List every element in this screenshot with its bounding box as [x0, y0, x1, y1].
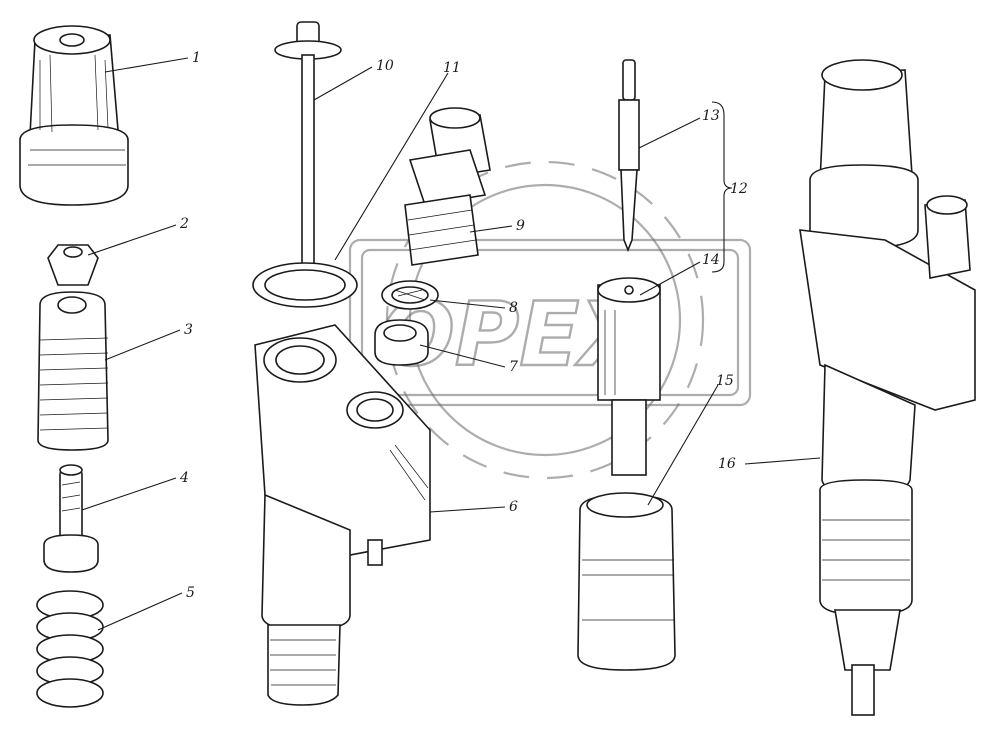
callout-5: 5	[186, 585, 195, 601]
callout-7: 7	[509, 359, 518, 375]
callout-2: 2	[179, 216, 189, 232]
part-nozzle-cap-nut	[577, 492, 676, 671]
callout-11: 11	[443, 60, 461, 76]
leader-lines	[81, 57, 821, 631]
part-sealing-ring	[374, 319, 429, 366]
part-filter	[381, 280, 439, 310]
callout-12: 12	[730, 181, 748, 197]
part-push-rod	[274, 21, 342, 286]
callout-10: 10	[376, 58, 394, 74]
callout-3: 3	[184, 322, 193, 338]
part-cap-nut	[19, 25, 129, 206]
callout-4: 4	[179, 470, 189, 486]
part-inlet-fitting	[404, 107, 491, 266]
watermark-gear	[348, 160, 752, 480]
part-washer	[252, 262, 358, 308]
part-small-nut	[47, 244, 99, 286]
callout-14: 14	[702, 252, 720, 268]
part-assembled-injector	[799, 59, 976, 716]
part-injector-body	[254, 324, 431, 706]
callout-13: 13	[702, 108, 720, 124]
callout-16: 16	[718, 456, 736, 472]
part-spring-plate	[43, 464, 99, 573]
callout-1: 1	[192, 50, 201, 66]
part-needle	[618, 59, 640, 253]
callout-15: 15	[716, 373, 734, 389]
callout-8: 8	[509, 300, 518, 316]
callout-9: 9	[516, 218, 525, 234]
callout-6: 6	[509, 499, 518, 515]
part-spring	[36, 590, 104, 708]
part-adjusting-screw	[37, 291, 109, 451]
part-nozzle-body	[597, 277, 661, 476]
